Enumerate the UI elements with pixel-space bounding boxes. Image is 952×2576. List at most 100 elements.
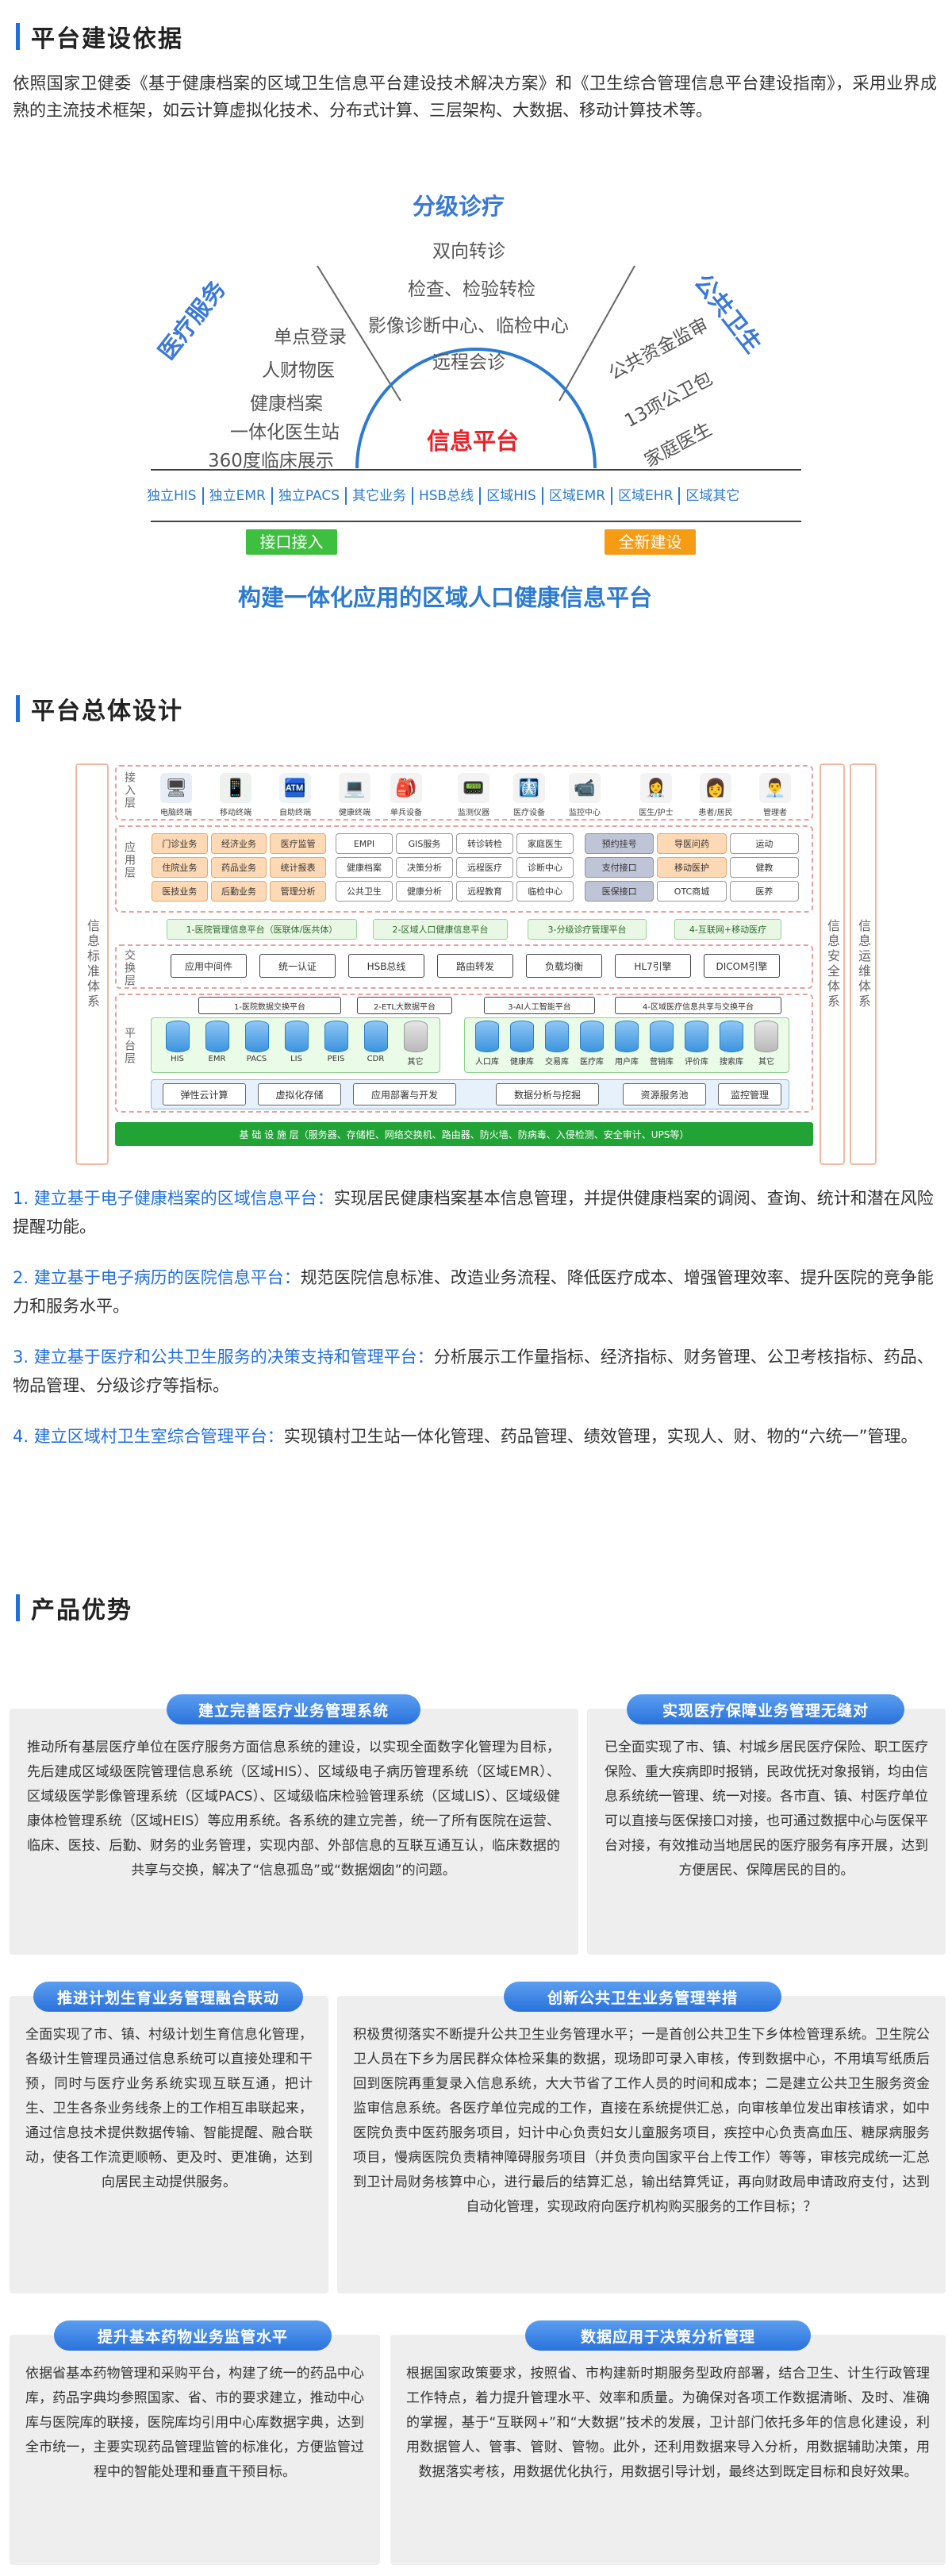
computer-icon: 🖥: [160, 773, 192, 803]
diagram-lines: [151, 265, 801, 522]
app-item: 健康档案: [336, 857, 393, 878]
user-role: 👩患者/居民: [692, 773, 739, 817]
platform-layer: 平台层: [115, 994, 813, 1113]
app-item: 健康分析: [396, 881, 453, 902]
database-icon: [615, 1021, 639, 1052]
heading-accent-bar: [16, 1594, 20, 1621]
platform-bar: 3-分级诊疗管理平台: [528, 919, 647, 940]
card-title: 实现医疗保障业务管理无缝对: [627, 1694, 904, 1724]
database: 医疗库: [575, 1021, 608, 1067]
service-item: 数据分析与挖掘: [496, 1083, 599, 1105]
platform-apps: EMPI GIS服务 转诊转检 家庭医生 健康档案 决策分析 远程医疗 诊断中心…: [336, 833, 574, 902]
access-layer: 接入层 🖥电脑终端 📱移动终端 🏧自助终端 💻健康终端 🎒单兵设备 📟监测仪器 …: [115, 765, 813, 821]
database: 其它: [750, 1021, 783, 1067]
module-label: 独立PACS: [273, 487, 347, 505]
database-icon: [205, 1021, 229, 1052]
exchange-component: 统一认证: [259, 954, 336, 978]
app-item: 住院业务: [152, 857, 208, 878]
card-title: 数据应用于决策分析管理: [525, 2320, 811, 2351]
app-item: OTC商城: [657, 881, 727, 902]
database: 健康库: [505, 1021, 539, 1067]
platform-bar: 4-互联网+移动医疗: [674, 919, 781, 940]
top-item: 影像诊断中心、临检中心: [368, 316, 569, 336]
card-title: 提升基本药物业务监管水平: [54, 2320, 332, 2351]
module-row: 独立HIS 独立EMR 独立PACS 其它业务 HSB总线 区域HIS 区域EM…: [141, 479, 808, 513]
diagram-bottom-title: 构建一体化应用的区域人口健康信息平台: [238, 584, 653, 611]
database: PEIS: [318, 1021, 354, 1063]
app-item: 统计报表: [270, 857, 326, 878]
app-item: 医养: [729, 881, 799, 902]
platform-bar: 1-医院管理信息平台（医联体/医共体）: [167, 919, 357, 940]
feature-item: 3. 建立基于医疗和公共卫生服务的决策支持和管理平台：分析展示工作量指标、经济指…: [13, 1348, 934, 1395]
app-item: 导医问药: [657, 833, 727, 854]
app-item: 临检中心: [516, 881, 574, 902]
left-item: 单点登录: [274, 327, 347, 348]
app-item: 公共卫生: [336, 881, 393, 902]
mobile-icon: 📱: [220, 773, 251, 803]
card-text: 依据省基本药物管理和采购平台，构建了统一的药品中心库，药品字典均参照国家、省、市…: [25, 2366, 364, 2480]
platform-bar: 2-区域人口健康信息平台: [373, 919, 508, 940]
top-item: 远程会诊: [432, 352, 505, 373]
top-item: 双向转诊: [432, 241, 505, 262]
platform-basis-diagram: 分级诊疗 双向转诊 检查、检验转检 影像诊断中心、临检中心 远程会诊 医疗服务 …: [0, 171, 952, 631]
app-item: 医保接口: [585, 881, 654, 902]
card-text: 全面实现了市、镇、村级计划生育信息化管理，各级计生管理员通过信息系统可以直接处理…: [25, 2027, 313, 2190]
advantage-card: 数据应用于决策分析管理 根据国家政策要求，按照省、市构建新时期服务型政府部署，结…: [390, 2320, 946, 2565]
exchange-component: HSB总线: [348, 954, 424, 978]
app-item: 决策分析: [396, 857, 453, 878]
device-terminal: 📱移动终端: [212, 773, 259, 817]
exchange-component: HL7引擎: [615, 954, 691, 978]
app-item: 预约挂号: [585, 833, 654, 854]
exchange-sub-platform: 3-AI人工智能平台: [484, 997, 595, 1014]
app-item: GIS服务: [396, 833, 453, 854]
business-apps: 门诊业务 经济业务 医疗监管 住院业务 药品业务 统计报表 医技业务 后勤业务 …: [152, 833, 326, 902]
control-center-icon: 📹: [569, 773, 601, 803]
app-item: 药品业务: [210, 857, 267, 878]
database-icon: [685, 1021, 708, 1052]
module-label: 区域EMR: [543, 487, 613, 505]
monitor-device-icon: 📟: [458, 773, 489, 803]
exchange-component: 负载均衡: [526, 954, 602, 978]
infrastructure-layer: 基 础 设 施 层（服务器、存储柜、网络交换机、路由器、防火墙、防病毒、入侵检测…: [115, 1122, 813, 1146]
advantage-card: 建立完善医疗业务管理系统 推动所有基层医疗单位在医疗服务方面信息系统的建设，以实…: [10, 1694, 578, 1955]
app-item: EMPI: [336, 833, 393, 854]
card-title: 创新公共卫生业务管理举措: [504, 1982, 781, 2012]
exchange-component: 应用中间件: [171, 954, 247, 978]
card-title: 建立完善医疗业务管理系统: [167, 1694, 420, 1724]
card-text: 已全面实现了市、镇、村城乡居民医疗保险、职工医疗保险、重大疾病即时报销，民政优抚…: [605, 1740, 928, 1878]
exchange-component: DICOM引擎: [704, 954, 780, 978]
app-item: 后勤业务: [210, 881, 267, 902]
module-label: 独立EMR: [204, 487, 273, 505]
database: 人口库: [470, 1021, 504, 1067]
app-item: 门诊业务: [152, 833, 208, 854]
device-terminal: 🏧自助终端: [271, 773, 319, 817]
heading-accent-bar: [16, 23, 20, 50]
module-label: 区域HIS: [481, 487, 543, 505]
advantage-card: 创新公共卫生业务管理举措 积极贯彻落实不断提升公共卫生业务管理水平；一是首创公共…: [337, 1982, 946, 2293]
left-item: 一体化医生站: [230, 422, 340, 443]
device-terminal: 📟监测仪器: [450, 773, 497, 817]
service-item: 资源服务池: [623, 1083, 706, 1105]
card-text: 根据国家政策要求，按照省、市构建新时期服务型政府部署，结合卫生、计生行政管理工作…: [406, 2366, 930, 2480]
architecture-diagram: 信息标准体系 信息安全体系 信息运维体系 接入层 🖥电脑终端 📱移动终端 🏧自助…: [75, 763, 877, 1168]
device-terminal: 🎒单兵设备: [382, 773, 430, 817]
field-device-icon: 🎒: [390, 773, 422, 803]
database-icon: [244, 1021, 269, 1052]
database: HIS: [159, 1021, 195, 1063]
app-item: 管理分析: [270, 881, 326, 902]
left-item: 人财物医: [262, 360, 335, 381]
standard-system-column: 信息标准体系: [75, 763, 109, 1165]
exchange-sub-platform: 1-医院数据交换平台: [198, 997, 341, 1014]
medical-device-icon: 🩻: [513, 773, 545, 803]
service-item: 虚拟化存储: [258, 1083, 341, 1105]
service-item: 应用部署与开发: [353, 1083, 456, 1105]
database: 交易库: [540, 1021, 574, 1067]
database-icon: [324, 1021, 348, 1052]
section-heading-advantages: 产品优势: [16, 1592, 132, 1624]
database: EMR: [199, 1021, 235, 1063]
database-icon: [403, 1021, 428, 1052]
section-heading-basis: 平台建设依据: [16, 21, 183, 53]
app-item: 家庭医生: [516, 833, 574, 854]
database-icon: [165, 1021, 190, 1052]
